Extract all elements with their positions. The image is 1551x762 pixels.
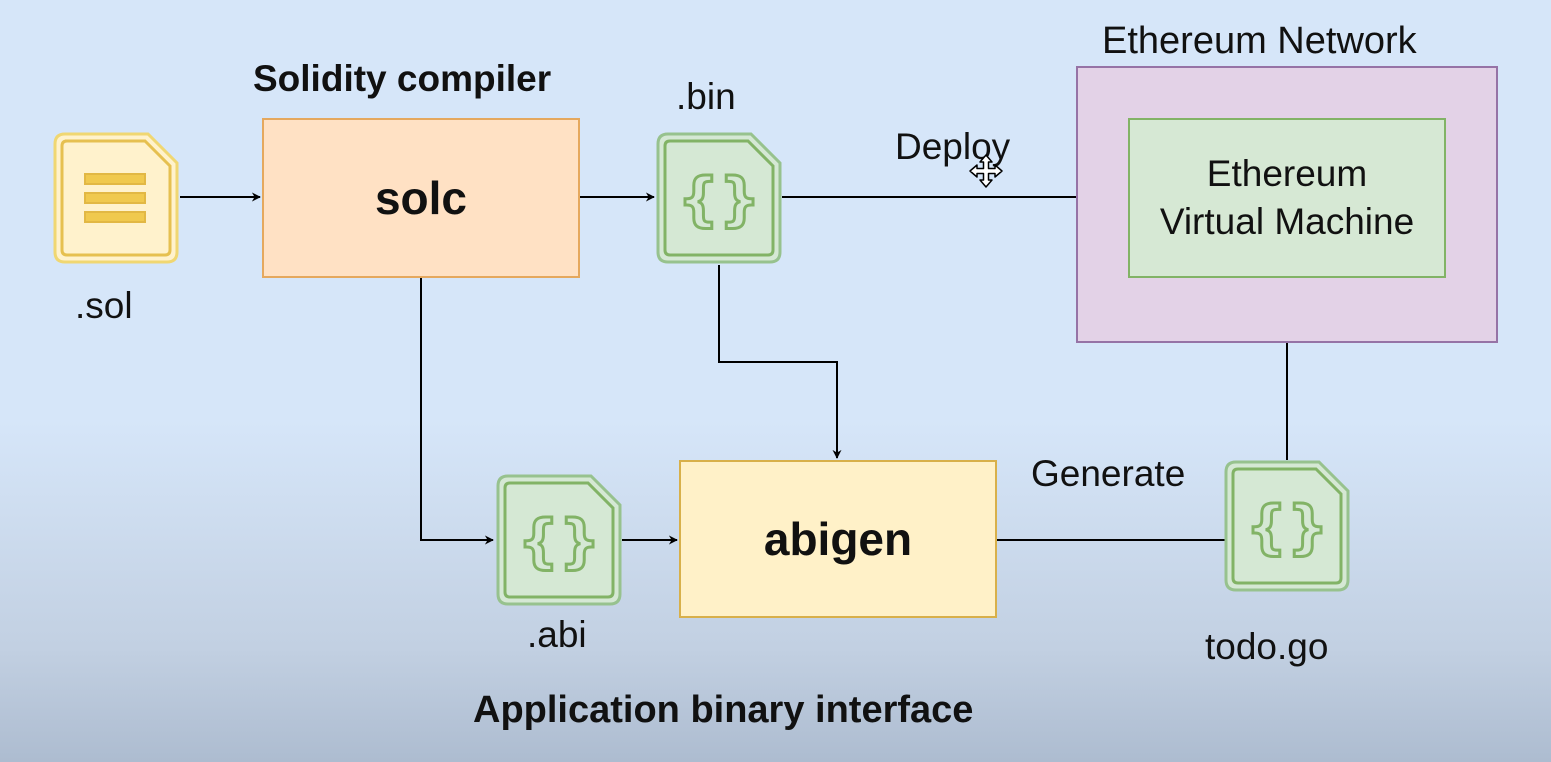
ethereum-network-label: Ethereum Network <box>1102 20 1417 62</box>
sol-label: .sol <box>75 285 133 326</box>
solidity-compiler-label: Solidity compiler <box>253 58 552 99</box>
evm-label-line1: Ethereum <box>1206 153 1368 194</box>
code-braces-file-icon[interactable]: {} <box>655 131 783 265</box>
evm-label-line2: Virtual Machine <box>1159 201 1415 242</box>
svg-text:{}: {} <box>678 165 761 233</box>
solc-label: solc <box>374 172 468 224</box>
code-braces-file-icon[interactable]: {} <box>495 473 623 607</box>
arrow-solc-to-abi <box>420 278 494 545</box>
move-cursor-icon <box>969 154 1003 188</box>
generate-label: Generate <box>1031 453 1186 494</box>
abi-label: .abi <box>527 614 587 655</box>
todo-go-label: todo.go <box>1205 626 1329 667</box>
bin-label: .bin <box>676 76 736 117</box>
document-lines-icon[interactable] <box>52 131 180 265</box>
svg-text:{}: {} <box>1246 493 1329 561</box>
code-braces-file-icon[interactable]: {} <box>1223 459 1351 593</box>
arrow-bin-to-abigen <box>718 265 842 459</box>
abigen-box[interactable]: abigen <box>679 460 997 618</box>
abigen-label: abigen <box>763 513 913 565</box>
solc-box[interactable]: solc <box>262 118 580 278</box>
svg-text:{}: {} <box>518 507 601 575</box>
abi-caption: Application binary interface <box>473 689 974 731</box>
evm-box[interactable]: Ethereum Virtual Machine <box>1128 118 1446 278</box>
